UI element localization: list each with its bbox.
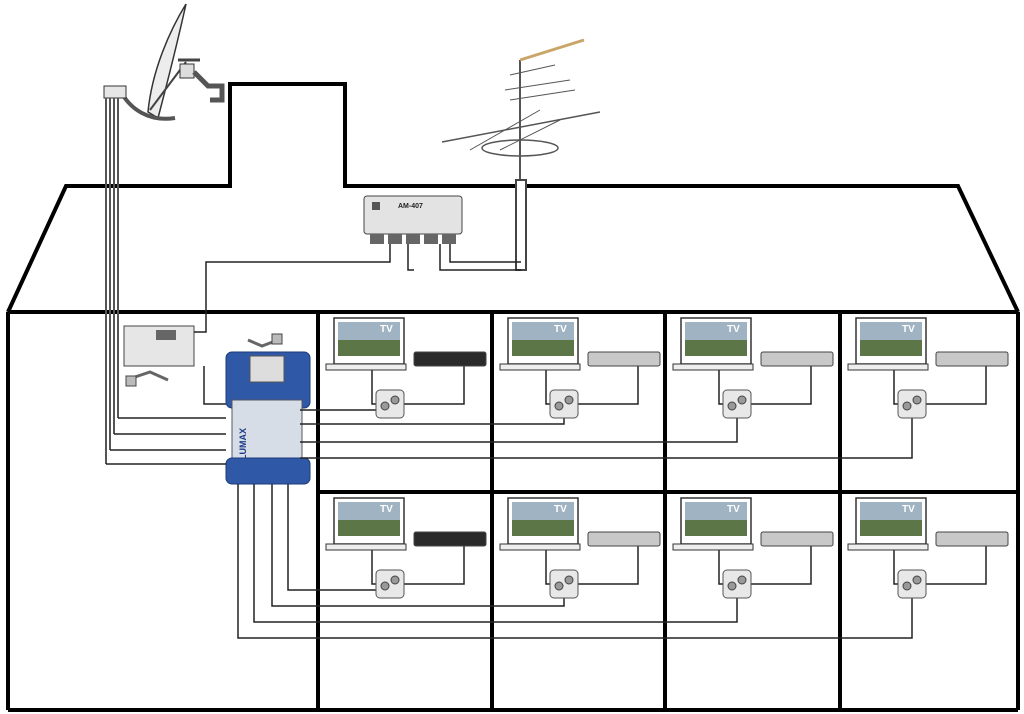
cable-network xyxy=(106,244,987,639)
set-top-box-icon xyxy=(413,531,487,547)
tv-screen-land xyxy=(860,520,922,536)
power-supply-unit xyxy=(123,325,195,387)
tv-stand xyxy=(499,543,581,551)
tv-unit: TV xyxy=(672,317,834,419)
tv-label: TV xyxy=(380,504,393,515)
lumax-multiswitch: LUMAX xyxy=(225,333,311,485)
tv-screen-land xyxy=(512,520,574,536)
tv-screen-sky xyxy=(338,322,400,340)
antenna-socket-icon xyxy=(375,389,405,419)
tv-screen-land xyxy=(860,340,922,356)
tv-screen-sky xyxy=(512,322,574,340)
tv-stand xyxy=(847,543,929,551)
satellite-dish-icon xyxy=(103,3,225,464)
tv-label: TV xyxy=(902,504,915,515)
antenna-socket-icon xyxy=(722,389,752,419)
tv-stand xyxy=(325,363,407,371)
set-top-box-icon xyxy=(935,531,1009,547)
tv-label: TV xyxy=(554,324,567,335)
tv-unit: TV xyxy=(325,497,487,599)
set-top-box-icon xyxy=(587,531,661,547)
tv-label: TV xyxy=(554,504,567,515)
antenna-socket-icon xyxy=(897,569,927,599)
tv-screen-land xyxy=(512,340,574,356)
tv-screen-sky xyxy=(860,502,922,520)
tv-stand xyxy=(672,363,754,371)
tv-screen-sky xyxy=(512,502,574,520)
tv-screen-land xyxy=(338,340,400,356)
tv-label: TV xyxy=(380,324,393,335)
set-top-box-icon xyxy=(935,351,1009,367)
terrestrial-antenna-icon xyxy=(441,38,601,271)
tv-label: TV xyxy=(902,324,915,335)
tv-screen-sky xyxy=(860,322,922,340)
antenna-socket-icon xyxy=(722,569,752,599)
tv-stand xyxy=(499,363,581,371)
set-top-box-icon xyxy=(587,351,661,367)
tv-unit: TV xyxy=(847,497,1009,599)
tv-unit: TV xyxy=(672,497,834,599)
tv-screen-sky xyxy=(685,502,747,520)
tv-stand xyxy=(847,363,929,371)
tv-unit: TV xyxy=(499,497,661,599)
tv-stand xyxy=(672,543,754,551)
tv-units: TV TV TV TV TV TV TV TV xyxy=(325,317,1009,599)
tv-label: TV xyxy=(727,504,740,515)
antenna-socket-icon xyxy=(549,389,579,419)
tv-screen-land xyxy=(685,520,747,536)
tv-screen-land xyxy=(685,340,747,356)
tv-label: TV xyxy=(727,324,740,335)
tv-screen-land xyxy=(338,520,400,536)
roof-line xyxy=(6,82,1020,313)
tv-unit: TV xyxy=(499,317,661,419)
set-top-box-icon xyxy=(760,351,834,367)
tv-screen-sky xyxy=(685,322,747,340)
antenna-socket-icon xyxy=(549,569,579,599)
antenna-socket-icon xyxy=(897,389,927,419)
set-top-box-icon xyxy=(413,351,487,367)
splitter-model-label: AM-407 xyxy=(398,203,423,210)
tv-unit: TV xyxy=(847,317,1009,419)
house-outline xyxy=(6,82,1020,712)
tv-screen-sky xyxy=(338,502,400,520)
splitter-am407: AM-407 xyxy=(363,195,463,244)
tv-stand xyxy=(325,543,407,551)
tv-unit: TV xyxy=(325,317,487,419)
multiswitch-brand-label: LUMAX xyxy=(238,428,248,460)
antenna-socket-icon xyxy=(375,569,405,599)
set-top-box-icon xyxy=(760,531,834,547)
